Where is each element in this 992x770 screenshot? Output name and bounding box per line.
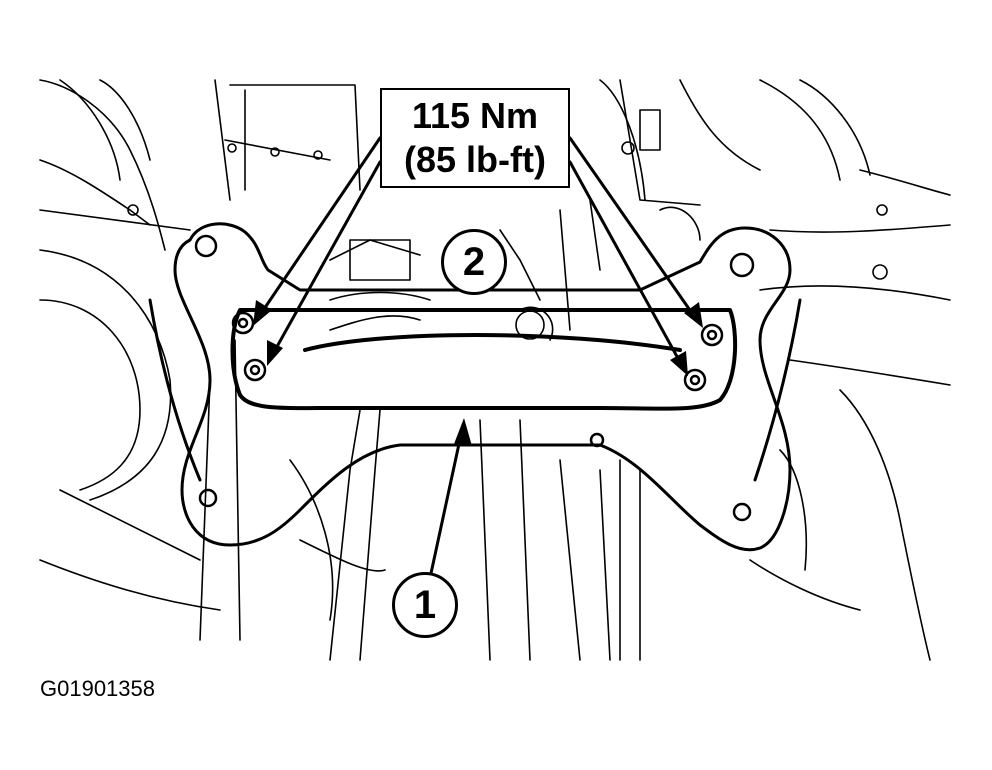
arrow-bolt-rear-right [670,351,688,376]
bolt-front-left [231,311,255,335]
underbody-background [39,79,951,661]
arrow-crossmember [454,418,472,446]
callout-crossmember-number: 1 [413,582,437,627]
callout-bolts: 2 [441,229,507,295]
arrow-bolt-rear-left [267,340,283,366]
torque-metric: 115 Nm [411,95,539,136]
callout-crossmember: 1 [392,572,458,638]
callout-bolts-number: 2 [462,239,486,284]
bolt-front-right [700,323,724,347]
arrowheads [253,300,703,446]
engine-detail [39,109,888,341]
crossmember-bolts [194,234,755,522]
torque-spec-label: 115 Nm (85 lb-ft) [380,88,570,188]
bolt-rear-left [243,358,267,382]
torque-imperial: (85 lb-ft) [404,139,546,180]
leader-lines [260,136,696,580]
arrow-bolt-front-left [253,300,272,326]
bolt-rear-right [683,368,707,392]
figure-id: G01901358 [40,676,155,701]
crossmember-outline [148,222,802,552]
arrow-bolt-front-right [684,302,703,328]
